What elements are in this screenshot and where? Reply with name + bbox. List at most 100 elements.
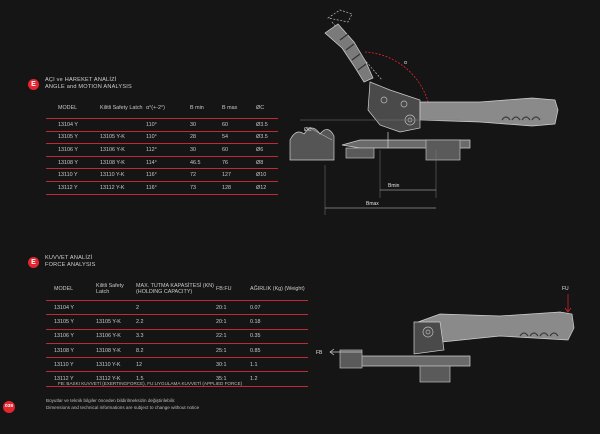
header-model: MODEL [46,98,100,119]
raised-handle-icon [324,23,374,83]
section1-title-tr: AÇI ve HAREKET ANALİZİ [45,77,117,83]
table-cell: 12 [136,357,216,373]
table-cell: 30 [190,118,222,132]
table-cell: 13104 Y [46,118,100,132]
force-diagram: FU FB [316,286,575,383]
table-cell: 13108 Y-K [96,343,136,359]
table-cell: 76 [222,156,256,170]
section2-title-en: FORCE ANALYSIS [45,262,96,268]
header-fb-fu: FB:FU [216,278,250,301]
table-cell: Ø6 [256,143,278,157]
table-cell: 13104 Y [46,300,96,316]
table-cell: 72 [190,168,222,182]
table-cell: 13105 Y-K [96,314,136,330]
header-bmin: B min [190,98,222,119]
table-cell: 13105 Y [46,131,100,145]
fu-label: FU [562,286,569,292]
table-cell: 13112 Y-K [100,181,146,195]
alpha-label: α [404,60,407,66]
header-model: MODEL [46,278,96,301]
header-bmax: B max [222,98,256,119]
table-cell: 116° [146,181,190,195]
table-cell: 13106 Y-K [96,329,136,344]
table-cell: 127 [222,168,256,182]
header-holding-capacity: MAX. TUTMA KAPASİTESİ (KN) (HOLDING CAPA… [136,278,216,301]
table-cell: 13108 Y [46,156,100,170]
angle-arc [364,51,431,111]
brand-logo-icon: E [28,79,39,90]
table-cell: Ø10 [256,168,278,182]
lowered-handle-icon [419,97,559,127]
workpiece-icon [289,127,335,161]
table-cell: 30:1 [216,357,250,373]
table-cell: 13108 Y-K [100,156,146,170]
table-cell: 13112 Y [46,371,96,387]
table-cell: 13112 Y [46,181,100,195]
table-cell: 46.5 [190,156,222,170]
table-cell: 22:1 [216,329,250,344]
table-cell: 35:1 [216,371,250,387]
table-cell: 60 [222,118,256,132]
section1-title: AÇI ve HAREKET ANALİZİ ANGLE and MOTION … [45,77,132,91]
table-cell: 13105 Y [46,314,96,330]
table-cell [96,300,136,316]
table-cell: 13105 Y-K [100,131,146,145]
fb-label: FB [316,350,323,356]
table-cell: 128 [222,181,256,195]
table-cell: 13110 Y [46,168,100,182]
table-cell: 20:1 [216,300,250,316]
table-cell: 13110 Y-K [96,357,136,373]
table-cell: 13108 Y [46,343,96,359]
table-cell: 0.07 [250,300,308,316]
table-cell: 13112 Y-K [96,371,136,387]
table-cell: 20:1 [216,314,250,330]
c-label: ØC [304,127,312,133]
table-cell: Ø8 [256,156,278,170]
force-footnote: FB: BASKI KUVVETİ (EXERTINGFORCE), FU:UY… [58,381,243,386]
bmax-label: Bmax [366,201,379,207]
clamp-body-icon [367,81,421,133]
angle-motion-table: MODEL Kilitli Safety Latch α°(+-2°) B mi… [46,98,278,195]
table-header: MODEL Kilitli Safety Latch MAX. TUTMA KA… [46,278,308,301]
table-cell: Ø3.5 [256,131,278,145]
table-cell: Ø3.5 [256,118,278,132]
table-cell: 13110 Y [46,357,96,373]
table-cell: 2.2 [136,314,216,330]
table-cell: 13110 Y-K [100,168,146,182]
header-c: ØC [256,98,278,119]
clamp-body-icon [413,321,445,355]
header-weight: AĞIRLIK (Kg) (Weight) [250,278,308,301]
table-cell: 1.5 [136,371,216,387]
table-cell [100,118,146,132]
table-cell: 112° [146,143,190,157]
table-cell: 60 [222,143,256,157]
bmin-label: Bmin [388,183,400,189]
table-cell: 13106 Y-K [100,143,146,157]
table-cell: 2 [136,300,216,316]
table-cell: 0.85 [250,343,308,359]
notice-tr: Boyutlar ve teknik bilgiler önceden bild… [46,398,176,403]
angle-motion-diagram: α ØC Bmin Bmax [289,9,559,215]
table-cell: 3.3 [136,329,216,344]
table-cell: 0.35 [250,329,308,344]
table-cell: 13106 Y [46,143,100,157]
table-cell: 54 [222,131,256,145]
table-cell: 116° [146,168,190,182]
table-cell: 110° [146,118,190,132]
base-plate-icon [349,355,471,367]
table-cell: 25:1 [216,343,250,359]
section2-title: KUVVET ANALİZİ FORCE ANALYSIS [45,255,96,269]
table-cell: 110° [146,131,190,145]
notice-en: Dimensions and technical informations ar… [46,405,200,410]
table-cell: 73 [190,181,222,195]
table-cell: 30 [190,143,222,157]
